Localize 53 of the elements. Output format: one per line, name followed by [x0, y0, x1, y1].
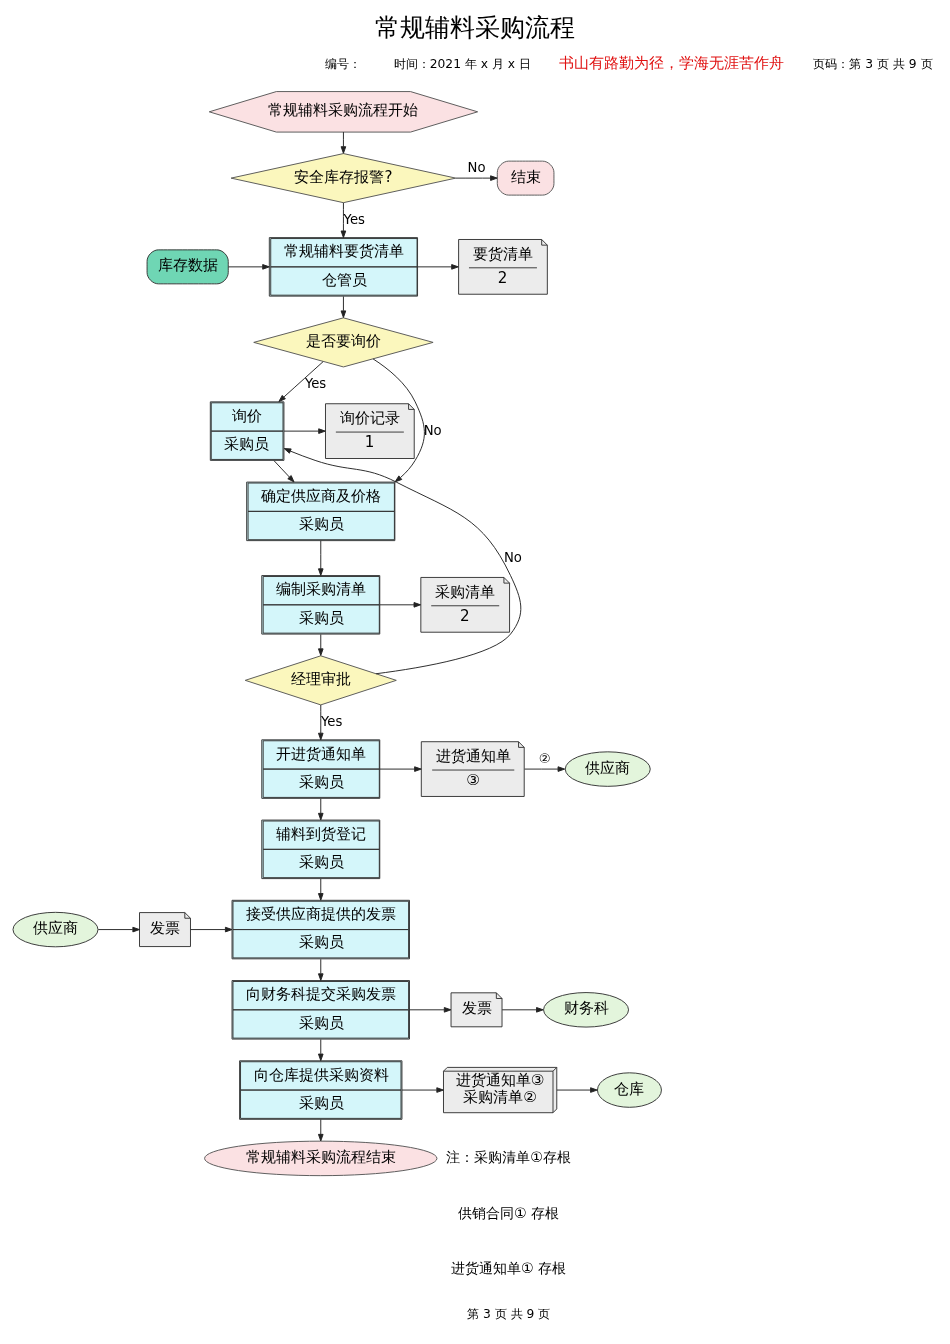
arrow — [379, 602, 422, 608]
arrow — [455, 175, 498, 181]
arrow — [501, 1007, 544, 1013]
arrow — [318, 634, 324, 656]
arrow — [318, 704, 324, 741]
edge-label: Yes — [320, 713, 343, 729]
arrow — [97, 926, 140, 933]
arrow — [318, 1039, 324, 1062]
node-box: 库存数据 — [146, 249, 229, 285]
arrow — [318, 798, 324, 821]
edge-label: No — [423, 422, 442, 438]
edge-label: No — [503, 549, 522, 565]
arrow — [409, 1007, 452, 1013]
arrow — [318, 540, 324, 576]
node-ellipse: 供应商 — [564, 751, 651, 787]
node-ellipse: 常规辅料采购流程结束 — [204, 1140, 438, 1177]
edge-label: ② — [538, 750, 551, 766]
label: 页码：第 3 页 共 9 页 — [813, 56, 933, 71]
arrow — [417, 264, 459, 270]
label: 第 3 页 共 9 页 — [467, 1306, 551, 1321]
arrow — [318, 878, 324, 901]
arrow — [318, 1119, 324, 1142]
arrow — [379, 766, 422, 772]
node-ellipse: 供应商 — [12, 911, 99, 948]
label: 时间：2021 年 x 月 x 日 — [393, 56, 531, 71]
arrow — [318, 958, 324, 981]
arrow — [556, 1087, 598, 1093]
arrow — [190, 926, 233, 933]
arrow — [227, 264, 270, 270]
node-diamond: 安全库存报警? — [230, 153, 457, 204]
label: 供销合同① 存根 — [458, 1204, 560, 1221]
label: 书山有路勤为径，学海无涯苦作舟 — [559, 53, 785, 72]
arrow — [524, 766, 566, 772]
node-diamond: 经理审批 — [244, 655, 397, 706]
edge-label: Yes — [304, 375, 327, 391]
arrow — [340, 202, 347, 239]
arrow — [278, 361, 324, 402]
node-diamond: 是否要询价 — [253, 317, 434, 368]
label: 进货通知单① 存根 — [451, 1260, 567, 1277]
arrow — [283, 428, 326, 434]
arrow — [273, 460, 295, 483]
node-box: 结束 — [496, 160, 555, 196]
label: 注：采购清单①存根 — [446, 1148, 571, 1165]
arrow — [372, 358, 425, 483]
arrow — [401, 1087, 444, 1093]
arrow — [340, 296, 347, 318]
label: 编号： — [325, 56, 362, 71]
edge-label: No — [467, 159, 486, 175]
node-ellipse: 仓库 — [597, 1072, 662, 1108]
diagram-title: 常规辅料采购流程 — [375, 12, 575, 42]
arrow — [283, 448, 522, 675]
arrow — [340, 131, 347, 154]
node-ellipse: 财务科 — [543, 992, 629, 1028]
